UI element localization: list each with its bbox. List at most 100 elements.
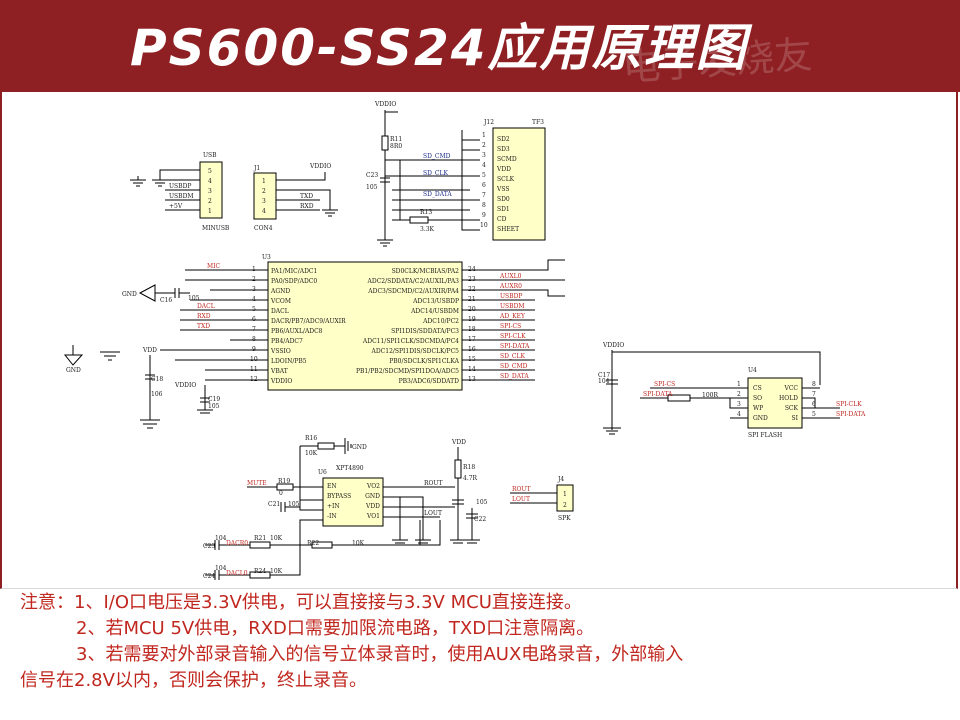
net-mute: MUTE (247, 480, 267, 487)
tf-pin-numbers: 1 2 3 4 5 6 7 8 9 10 (480, 132, 488, 229)
tf-card-circuit: VDDIO R11 8R0 C23 105 R13 3.3K SD_CMD SD… (366, 101, 546, 247)
net-dacl0: DACL0 (226, 570, 248, 577)
u3-label: VSSIO (270, 348, 291, 355)
amp-label: -IN (327, 513, 337, 520)
flash-pin: 8 (812, 381, 816, 388)
amp-label: VO2 (366, 483, 380, 490)
usb-net-dm: USBDM (169, 193, 194, 200)
note-line-1: 注意：1、I/O口电压是3.3V供电，可以直接接与3.3V MCU直接连接。 (20, 592, 582, 613)
u3-right-nets: AUXL0 AUXR0 USBDP USBDM AD_KEY SPI-CS SP… (499, 273, 530, 380)
u3-left-wires (160, 269, 268, 381)
u3-label: SD0CLK/MCBIAS/PA2 (392, 268, 460, 275)
usb-connector: USB 5 4 3 2 1 USBDP USBDM +5V MINUSB (130, 152, 230, 232)
tf-net-clk: SD_CLK (423, 170, 448, 177)
j1-box (253, 172, 277, 220)
spk-box (556, 484, 574, 512)
u3-left-nets: MIC DACL RXD TXD (197, 263, 221, 330)
r24-value: 10K (270, 568, 283, 575)
r13-ref: R13 (420, 209, 432, 216)
flash-pin: 7 (812, 391, 816, 398)
tf-pin: 3 (482, 152, 486, 159)
flash-pin: 5 (812, 411, 816, 418)
flash-power-rail (603, 350, 821, 435)
tf-ground-symbol (377, 239, 393, 247)
c16-symbol (155, 288, 190, 298)
amp-net-rout: ROUT (424, 480, 443, 487)
r21-symbol (249, 541, 271, 549)
flash-label: WP (753, 405, 763, 412)
flash-pin: 4 (737, 411, 741, 418)
amp-ref: U6 (318, 469, 327, 476)
tf-ref: J12 (483, 119, 494, 126)
net-ad-key: AD_KEY (499, 313, 526, 320)
r22-ref: R22 (307, 540, 319, 547)
c17-ref: C17 (598, 372, 610, 379)
note-line-3: 3、若需要对外部录音输入的信号立体录音时，使用AUX电路录音，外部输入 (76, 644, 684, 665)
flash-pin: 2 (737, 391, 741, 398)
page-title: PS600-SS24应用原理图 (130, 19, 748, 77)
flash-pins: 1 2 3 4 8 7 6 5 (737, 381, 816, 418)
amp-label: BYPASS (327, 493, 351, 500)
usb-pin: 2 (208, 198, 212, 205)
u3-vddio-label: VDDIO (174, 382, 196, 389)
r11-symbol (381, 135, 389, 151)
r21-ref: R21 (254, 535, 266, 542)
flash-labels: CS SO WP GND VCC HOLD SCK SI (753, 385, 799, 422)
net-dacl: DACL (197, 303, 215, 310)
r19-ref: R19 (278, 478, 290, 485)
r11-ref: R11 (390, 136, 402, 143)
schematic-frame (0, 92, 958, 589)
spk-net-lout: LOUT (512, 496, 530, 503)
net-spi-cs: SPI-CS (500, 323, 521, 330)
net-rxd: RXD (197, 313, 211, 320)
u3-label: VBAT (270, 368, 288, 375)
flash-resistor (667, 394, 691, 402)
net-auxr0: AUXR0 (499, 283, 522, 290)
usb-pin: 4 (208, 178, 212, 185)
net-auxl0: AUXL0 (499, 273, 522, 280)
flash-pin: 1 (737, 381, 741, 388)
r19-symbol (276, 483, 294, 491)
tf-bus (461, 130, 480, 231)
flash-net-cs: SPI-CS (654, 381, 675, 388)
note-line-2: 2、若MCU 5V供电，RXD口需要加限流电路，TXD口注意隔离。 (76, 618, 595, 639)
u3-label: ADC3/SDCMD/C2/AUXIR/PA4 (367, 288, 459, 295)
flash-pin: 6 (812, 401, 816, 408)
u3-label: ADC2/SDDATA/C2/AUXIL/PA3 (367, 278, 460, 285)
j1-pin: 3 (262, 198, 266, 205)
u3-label: PB3/ADC6/SDDATD (399, 378, 460, 385)
tf-pin: 4 (482, 162, 486, 169)
usb-net-5v: +5V (169, 203, 183, 210)
u3-label: LDOIN/PB5 (271, 358, 307, 365)
flash-box (747, 377, 803, 429)
amp-label: GND (365, 493, 380, 500)
spk-wires (510, 492, 557, 504)
j1-ref: J1 (253, 165, 260, 172)
amp-gnd-label: GND (352, 444, 367, 451)
net-sd-data: SD_DATA (500, 373, 529, 380)
tf-net-cmd: SD_CMD (423, 153, 451, 160)
u3-label: PB4/ADC7 (271, 338, 303, 345)
tf-name: TF3 (532, 119, 544, 126)
flash-net-data: SPI-DATA (643, 391, 673, 398)
r24-symbol (249, 571, 271, 579)
tf-net-data: SD_DATA (423, 191, 452, 198)
flash-label: GND (753, 415, 768, 422)
notes-section: 注意：1、I/O口电压是3.3V供电，可以直接接与3.3V MCU直接连接。 2… (20, 590, 950, 694)
u3-label: ADC10/PC2 (422, 318, 459, 325)
flash-wires (640, 387, 840, 419)
u3-box (267, 261, 463, 391)
flash-label: CS (753, 385, 762, 392)
u3-label: SPI1DIS/SDDATA/PC3 (391, 328, 459, 335)
tf-label: SHEET (497, 226, 519, 233)
audio-amp-circuit: R16 10K GND XPT4890 U6 EN BYPASS +IN -IN… (203, 435, 488, 580)
tf-label: CD (497, 216, 507, 223)
c19-symbol (197, 385, 213, 414)
amp-power-wires (452, 447, 478, 540)
flash-label: SI (792, 415, 799, 422)
c24-ref: C24 (203, 573, 215, 580)
r18-value: 4.7R (463, 475, 478, 482)
u3-label: DACR/PB7/ADC9/AUXIR (271, 318, 346, 325)
amp-vdd-label: VDD (451, 439, 466, 446)
c23-value: 104 (215, 535, 227, 542)
